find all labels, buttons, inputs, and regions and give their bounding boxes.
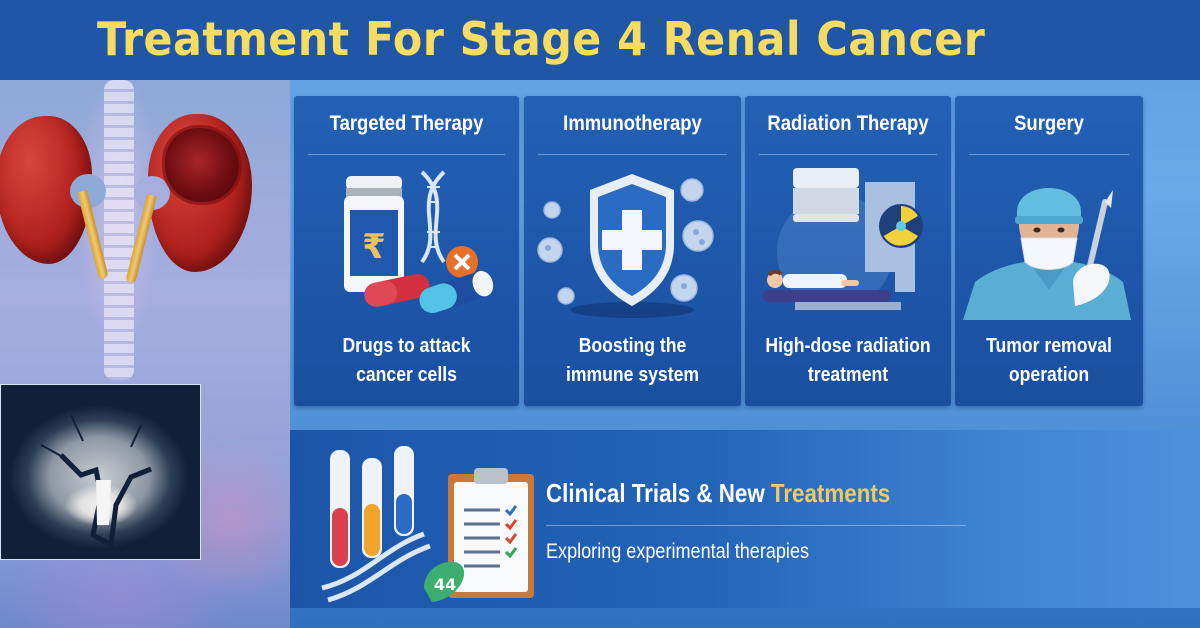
radiation-machine-patient-icon <box>745 162 951 326</box>
description-line-2: cancer cells <box>356 364 457 386</box>
card-targeted-therapy[interactable]: Targeted Therapy ₹ Drugs to attack cance… <box>294 96 519 406</box>
card-divider <box>969 154 1129 155</box>
medicine-bottle-dna-pills-icon: ₹ <box>294 162 519 326</box>
surgeon-scalpel-icon <box>955 162 1143 326</box>
page-title: Treatment For Stage 4 Renal Cancer <box>97 12 986 66</box>
card-title: Immunotherapy <box>563 112 702 135</box>
card-divider <box>538 154 727 155</box>
card-description: Tumor removal operation <box>966 332 1131 390</box>
banner-subtitle: Exploring experimental therapies <box>546 540 810 563</box>
kidney-illustration-panel <box>0 80 290 628</box>
ct-scan-icon <box>40 414 152 549</box>
card-radiation-therapy[interactable]: Radiation Therapy High-dose radiation <box>745 96 951 406</box>
card-description: High-dose radiation treatment <box>757 332 938 390</box>
description-line-2: operation <box>1008 364 1090 386</box>
svg-text:44: 44 <box>434 575 456 594</box>
header-bar: Treatment For Stage 4 Renal Cancer <box>0 0 1200 80</box>
description-line-1: Boosting the <box>578 335 687 357</box>
banner-divider <box>546 525 966 526</box>
shield-cross-virus-icon <box>524 162 741 326</box>
tumor-icon <box>165 128 239 202</box>
card-description: Drugs to attack cancer cells <box>308 332 506 390</box>
banner-title-prefix: Clinical Trials & New <box>546 478 771 508</box>
card-divider <box>308 154 505 155</box>
test-tubes-clipboard-dna-icon: 44 <box>304 438 534 606</box>
card-immunotherapy[interactable]: Immunotherapy Boosting the immune system <box>524 96 741 406</box>
clinical-trials-banner[interactable]: 44 Clinical Trials & New Treatments Expl… <box>290 430 1200 608</box>
spine-graphic <box>104 80 134 380</box>
banner-title-accent: Treatments <box>770 478 891 508</box>
card-surgery[interactable]: Surgery Tumor removal operation <box>955 96 1143 406</box>
description-line-1: Tumor removal <box>986 335 1112 357</box>
card-title: Surgery <box>1014 112 1084 135</box>
description-line-2: immune system <box>565 364 700 386</box>
banner-title: Clinical Trials & New Treatments <box>546 478 890 509</box>
description-line-1: Drugs to attack <box>342 335 471 357</box>
description-line-1: High-dose radiation <box>765 335 931 357</box>
description-line-2: treatment <box>807 364 889 386</box>
card-title: Radiation Therapy <box>767 112 929 135</box>
card-divider <box>759 154 937 155</box>
card-title: Targeted Therapy <box>329 112 484 135</box>
healthy-kidney-icon <box>0 116 106 264</box>
ct-scan-inset <box>0 384 201 560</box>
svg-text:₹: ₹ <box>362 227 386 267</box>
card-description: Boosting the immune system <box>537 332 728 390</box>
